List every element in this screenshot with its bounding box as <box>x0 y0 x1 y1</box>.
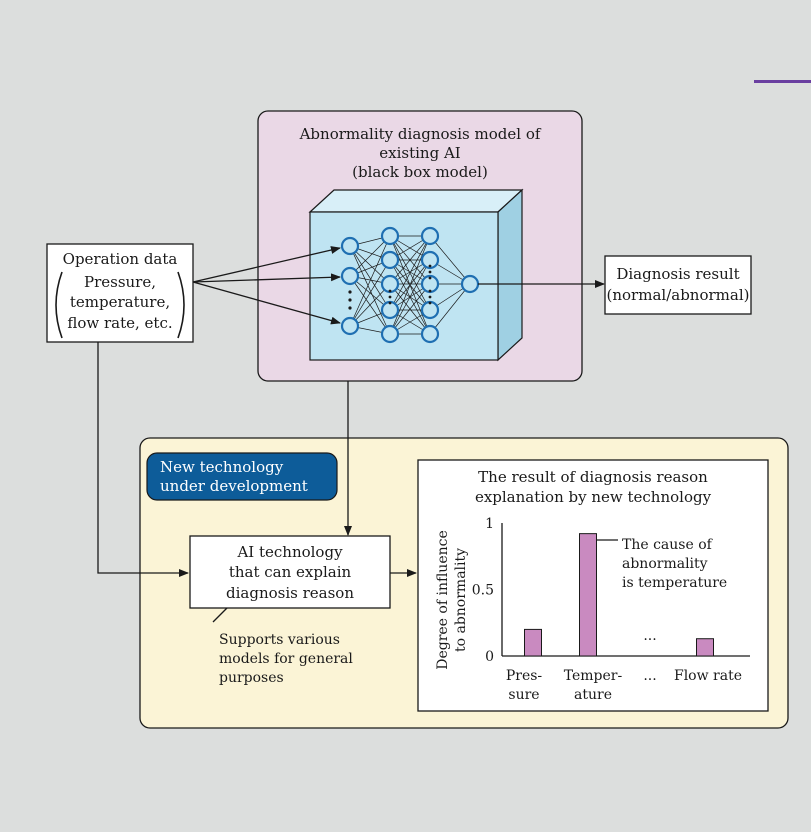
new-technology-badge <box>146 452 338 501</box>
diagnosis-result-line-1: Diagnosis result <box>616 265 739 283</box>
chart-annotation-line-3: is temperature <box>622 575 727 591</box>
ai-technology-line-3: diagnosis reason <box>226 584 354 602</box>
operation-data-title: Operation data <box>63 250 178 268</box>
ai-technology-line-1: AI technology <box>236 543 343 561</box>
arrow-to-input-1 <box>192 246 341 283</box>
new-technology-badge-line-1: New technology <box>160 458 284 476</box>
result-panel-title-line-1: The result of diagnosis reason <box>478 468 708 486</box>
ellipsis-dots <box>348 264 432 310</box>
hidden-node <box>380 250 400 270</box>
ai-technology-line-2: that can explain <box>229 563 352 581</box>
operation-data-line-1: Pressure, <box>84 273 156 291</box>
hidden-node <box>420 324 440 344</box>
diagnosis-result-box <box>604 255 752 315</box>
hidden-node <box>380 226 400 246</box>
chart-bar <box>579 533 597 657</box>
chart-bar <box>696 638 714 657</box>
ai-technology-box <box>189 535 391 609</box>
chart-y-tick-label: 1 <box>485 516 494 532</box>
chart-y-tick-label: 0.5 <box>472 583 494 599</box>
chart-bar <box>524 628 542 657</box>
chart-x-tick-label: Pres- <box>506 668 543 684</box>
chart-x-tick-label: Flow rate <box>674 668 742 684</box>
supports-note-line-2: models for general <box>219 651 353 667</box>
supports-note-pointer <box>212 607 228 623</box>
right-paren <box>177 271 185 339</box>
new-technology-badge-line-2: under development <box>160 477 308 495</box>
arrow-to-input-3 <box>192 281 341 325</box>
chart-gap-mark: ... <box>643 628 656 644</box>
supports-note-line-1: Supports various <box>219 632 340 648</box>
accent-bar <box>754 80 811 83</box>
chart-x-labels: Pres-sure Temper-ature... Flow rate <box>506 668 742 703</box>
chart-x-tick-label: Temper- <box>564 668 623 684</box>
input-node <box>340 316 360 336</box>
chart-ylabel-line-1: Degree of influence <box>435 530 451 670</box>
result-panel-title-line-2: explanation by new technology <box>475 488 712 506</box>
chart-x-tick-label: ... <box>643 668 656 684</box>
input-node <box>340 266 360 286</box>
chart: Degree of influence to abnormality 00.51… <box>435 516 750 703</box>
black-box-title-line-1: Abnormality diagnosis model of <box>299 125 542 143</box>
operation-data-line-3: flow rate, etc. <box>67 314 172 332</box>
neural-network-connections <box>349 235 471 335</box>
hidden-node <box>380 324 400 344</box>
left-paren <box>55 271 63 339</box>
cube-top-face <box>308 189 524 213</box>
chart-ylabel-line-2: to abnormality <box>453 548 469 652</box>
chart-y-tick-label: 0 <box>485 649 494 665</box>
operation-data-box <box>46 243 194 343</box>
arrow-to-input-2 <box>192 273 341 283</box>
chart-annotation-line-1: The cause of <box>622 537 714 553</box>
chart-annotation-line-2: abnormality <box>622 556 708 572</box>
hidden-node <box>420 250 440 270</box>
chart-x-tick-label: sure <box>508 687 539 703</box>
chart-y-ticks: 00.51 <box>472 516 494 665</box>
chart-bars <box>524 533 714 657</box>
operation-data-line-2: temperature, <box>70 293 170 311</box>
supports-note-line-3: purposes <box>219 670 284 686</box>
arrow-operation-data-to-ai-tech <box>97 342 189 577</box>
hidden-node <box>420 226 440 246</box>
black-box-title-line-3: (black box model) <box>352 163 488 181</box>
neural-network-nodes <box>340 226 480 344</box>
output-node <box>460 274 480 294</box>
diagnosis-result-line-2: (normal/abnormal) <box>607 286 750 304</box>
black-box-title-line-2: existing AI <box>379 144 461 162</box>
input-node <box>340 236 360 256</box>
cube-side-face <box>497 188 523 362</box>
chart-x-tick-label: ature <box>574 687 612 703</box>
